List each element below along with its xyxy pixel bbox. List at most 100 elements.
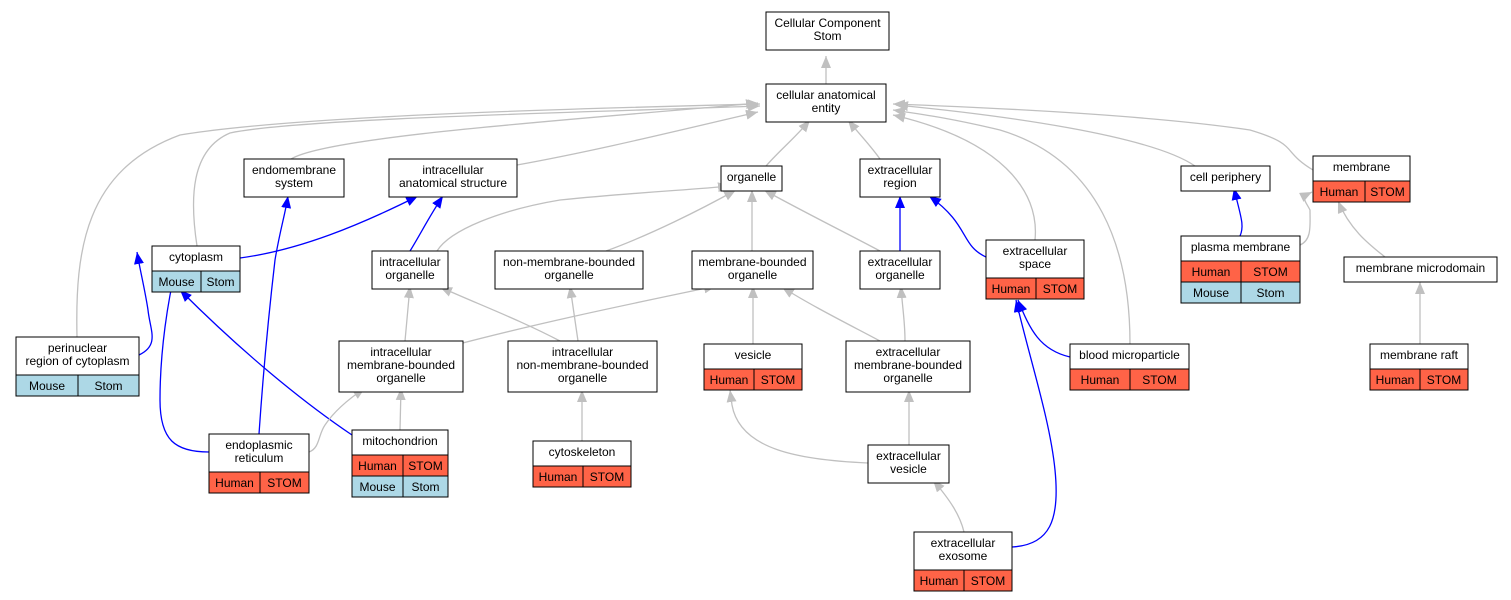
gene-label: STOM (1370, 185, 1404, 199)
node-org[interactable]: organelle (720, 165, 783, 192)
node-box (867, 444, 950, 484)
node-label-line: endoplasmic (225, 438, 292, 452)
edge-ev-to-ves (726, 389, 869, 464)
edge-mito-to-imbo (395, 387, 406, 431)
species-label: Mouse (1193, 286, 1229, 300)
node-label-line: organelle (883, 371, 933, 385)
species-label: Human (215, 476, 254, 490)
gene-cell (402, 475, 449, 498)
gene-cell (963, 569, 1013, 592)
node-label-line: region (883, 176, 916, 190)
gene-cell (582, 465, 632, 488)
node-label-line: vesicle (890, 462, 927, 476)
gene-cell (77, 374, 140, 397)
edge-cyto-to-ias (239, 195, 419, 259)
edge-exo-to-es (1011, 299, 1057, 548)
gene-label: STOM (1043, 282, 1077, 296)
node-label-line: non-membrane-bounded (516, 358, 648, 372)
gene-cell (259, 471, 310, 494)
node-label-line: intracellular (370, 345, 431, 359)
gene-cell (200, 270, 241, 293)
edge-org-to-cae (765, 119, 811, 167)
edge-imbo-to-mbo (454, 283, 717, 346)
gene-cell (1035, 277, 1085, 300)
node-cp[interactable]: cell periphery (1180, 165, 1271, 192)
node-label-line: plasma membrane (1191, 240, 1291, 254)
species-label: Human (539, 470, 578, 484)
node-box (691, 250, 814, 290)
node-label-line: endomembrane (252, 163, 336, 177)
gene-cell (1364, 180, 1411, 203)
edge-mem-to-cae (892, 99, 1314, 171)
edge-ias-to-cae (516, 109, 759, 166)
node-label-line: organelle (727, 170, 777, 184)
edge-eret-to-endo (258, 195, 292, 435)
node-label-line: organelle (385, 268, 435, 282)
node-label-line: extracellular (868, 163, 933, 177)
node-box (765, 83, 887, 123)
species-label: Human (992, 282, 1031, 296)
node-label-line: membrane-bounded (698, 255, 806, 269)
edge-bmp-to-cae (892, 106, 1131, 345)
node-box (720, 165, 783, 192)
edge-exo-to-ev (932, 479, 965, 533)
gene-cell (1419, 368, 1469, 391)
edge-pm-to-mem (1299, 191, 1313, 246)
node-label-line: membrane raft (1380, 348, 1459, 362)
gene-label: STOM (1142, 373, 1176, 387)
edge-bmp-to-es (1017, 299, 1071, 358)
node-label-line: space (1019, 257, 1051, 271)
node-label-line: blood microparticle (1079, 348, 1180, 362)
node-label-line: extracellular (931, 536, 996, 550)
species-label: Human (358, 459, 397, 473)
node-label-line: organelle (544, 268, 594, 282)
node-mmd[interactable]: membrane microdomain (1343, 256, 1498, 283)
node-label-line: cellular anatomical (776, 88, 875, 102)
edge-embo-to-mbo (781, 286, 881, 342)
species-label: Human (1376, 373, 1415, 387)
node-label-line: mitochondrion (362, 434, 437, 448)
node-inmbo[interactable]: intracellularnon-membrane-boundedorganel… (507, 340, 658, 393)
node-box (1180, 165, 1271, 192)
node-label-line: reticulum (235, 451, 284, 465)
edge-embo-to-eo (896, 285, 907, 342)
node-label-line: vesicle (735, 348, 772, 362)
node-label-line: organelle (376, 371, 426, 385)
node-box (388, 158, 518, 198)
node-label-line: extracellular (1003, 244, 1068, 258)
node-label-line: Cellular Component (774, 16, 881, 30)
edge-mmd-to-mem (1337, 200, 1386, 258)
node-label-line: extracellular (868, 255, 933, 269)
node-box (494, 250, 644, 290)
node-box (859, 158, 941, 198)
node-label-line: non-membrane-bounded (503, 255, 635, 269)
node-label-line: organelle (728, 268, 778, 282)
node-label-line: cytoplasm (169, 250, 223, 264)
